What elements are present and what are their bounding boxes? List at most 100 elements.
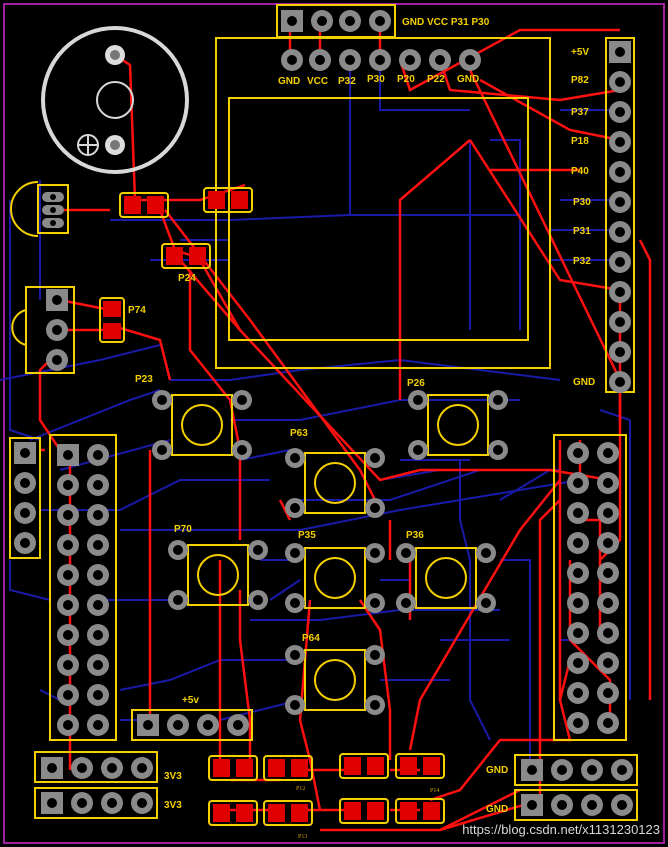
left-header-pad [57, 594, 79, 616]
led-smd [208, 800, 258, 826]
right-gnd-label: GND [573, 377, 595, 388]
tact-switch [285, 645, 385, 715]
module-pad [429, 49, 451, 71]
p35-label: P35 [298, 530, 316, 541]
right-header-pad [609, 71, 631, 93]
mod-vcc-label: VCC [307, 76, 328, 87]
right-p30-label: P30 [573, 197, 591, 208]
right-p32-label: P32 [573, 256, 591, 267]
smd-pads [99, 187, 445, 826]
led-smd [208, 755, 258, 781]
right-big-header-pad [567, 652, 589, 674]
gnd-pad [581, 759, 603, 781]
gnd-pad [611, 794, 633, 816]
p74-smd [99, 297, 125, 343]
right-p31-label: P31 [573, 226, 591, 237]
left-header-pad [87, 444, 109, 466]
small-header-pad [14, 502, 36, 524]
regulator-pad [46, 319, 68, 341]
p24-label: P24 [178, 273, 196, 284]
right-p40-label: P40 [571, 166, 589, 177]
left-header-pad [87, 504, 109, 526]
right-big-header-pad [567, 562, 589, 584]
through-hole-pads [14, 10, 633, 816]
gnd-pad [521, 794, 543, 816]
regulator-pad [46, 349, 68, 371]
right-big-header-pad [597, 622, 619, 644]
left-header-pad [57, 684, 79, 706]
3v3-pad [131, 757, 153, 779]
transistor-pad [42, 192, 64, 202]
module-pad [369, 49, 391, 71]
right-big-header-pad [567, 532, 589, 554]
right-big-header-pad [567, 472, 589, 494]
buzzer [41, 26, 189, 174]
top-header-pad [311, 10, 333, 32]
left-header-pad [87, 624, 109, 646]
transistor-pad [42, 218, 64, 228]
plus5v-label: +5v [182, 695, 199, 706]
small-header-pad [14, 472, 36, 494]
led-p14-label: P14 [430, 788, 439, 794]
right-header-pad [609, 251, 631, 273]
right-big-header-pad [567, 682, 589, 704]
left-header-pad [57, 564, 79, 586]
p64-label: P64 [302, 633, 320, 644]
led-smd [263, 800, 313, 826]
resistor-smd [119, 192, 169, 218]
right-header-pad [609, 221, 631, 243]
p26-label: P26 [407, 378, 425, 389]
right-header-pad [609, 41, 631, 63]
led-p13-label: P13 [298, 834, 307, 840]
small-header-pad [14, 532, 36, 554]
module-pad [281, 49, 303, 71]
right-big-header-pad [597, 532, 619, 554]
left-header-pad [57, 624, 79, 646]
plus5v-pad [137, 714, 159, 736]
tact-switch [285, 543, 385, 613]
right-big-header-pad [597, 562, 619, 584]
gnd-pad [551, 794, 573, 816]
mod-p22-label: P22 [427, 74, 445, 85]
gnd-label-a: GND [486, 765, 508, 776]
plus5v-pad [167, 714, 189, 736]
3v3-pad [71, 757, 93, 779]
3v3-label-a: 3V3 [164, 771, 182, 782]
right-big-header-pad [597, 712, 619, 734]
buzzer-pad [105, 135, 125, 155]
module-pad [339, 49, 361, 71]
led-smd [395, 753, 445, 779]
right-5v-label: +5V [571, 47, 589, 58]
left-header-pad [57, 444, 79, 466]
p70-label: P70 [174, 524, 192, 535]
left-header-pad [57, 534, 79, 556]
buzzer-pad [105, 45, 125, 65]
right-header-pad [609, 191, 631, 213]
top-header-pad [369, 10, 391, 32]
gnd-pad [521, 759, 543, 781]
left-header-pad [87, 684, 109, 706]
gnd-pad [581, 794, 603, 816]
3v3-pad [101, 757, 123, 779]
right-big-header-pad [567, 592, 589, 614]
tact-switch [152, 390, 252, 460]
small-header-pad [14, 442, 36, 464]
mod-p30-label: P30 [367, 74, 385, 85]
mod-gnd2-label: GND [457, 74, 479, 85]
bottom-copper-traces [0, 60, 631, 760]
led-smd [339, 753, 389, 779]
3v3-pad [41, 792, 63, 814]
gnd-pad [611, 759, 633, 781]
module-pad [399, 49, 421, 71]
right-big-header-pad [597, 592, 619, 614]
right-big-header-pad [567, 622, 589, 644]
left-header-pad [57, 714, 79, 736]
3v3-pad [41, 757, 63, 779]
mod-p32-label: P32 [338, 76, 356, 87]
right-header-pad [609, 281, 631, 303]
p63-label: P63 [290, 428, 308, 439]
3v3-pad [71, 792, 93, 814]
left-header-pad [87, 564, 109, 586]
led-smd [395, 798, 445, 824]
